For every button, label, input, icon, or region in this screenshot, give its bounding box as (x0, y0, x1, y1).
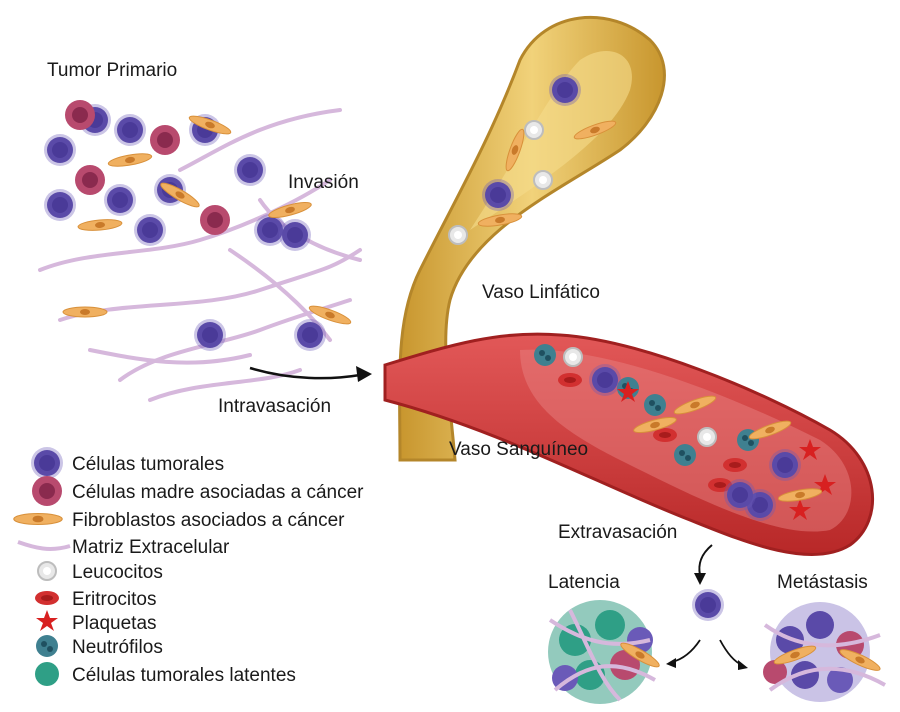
label-intravasacion: Intravasación (218, 396, 331, 417)
legend-item-4: Leucocitos (72, 562, 163, 583)
platelet-icon (36, 610, 58, 631)
label-vaso-sanguineo: Vaso Sanguíneo (449, 439, 588, 460)
legend-item-3: Matriz Extracelular (72, 537, 230, 558)
legend: Células tumorales Células madre asociada… (14, 447, 364, 686)
legend-item-1: Células madre asociadas a cáncer (72, 482, 364, 503)
label-invasion: Invasión (288, 172, 359, 193)
tumor-cell-icon (31, 447, 63, 479)
label-metastasis: Metástasis (777, 572, 868, 593)
label-latencia: Latencia (548, 572, 620, 593)
legend-item-7: Neutrófilos (72, 637, 163, 658)
circulating-tumor-cell (692, 589, 724, 621)
split-arrows (666, 640, 748, 670)
label-tumor-primario: Tumor Primario (47, 60, 177, 81)
legend-item-6: Plaquetas (72, 613, 157, 634)
erythrocyte-icon (35, 591, 59, 605)
label-vaso-linfatico: Vaso Linfático (482, 282, 600, 303)
primary-tumor (40, 100, 360, 400)
neutrophil-icon (36, 635, 58, 657)
leukocyte-icon (38, 562, 56, 580)
legend-item-2: Fibroblastos asociados a cáncer (72, 510, 345, 531)
latency-cluster (548, 600, 662, 704)
label-extravasacion: Extravasación (558, 522, 677, 543)
dormant-cell-icon (35, 662, 59, 686)
metastasis-cluster (763, 602, 885, 702)
ecm-fiber-icon (18, 542, 70, 549)
legend-item-5: Eritrocitos (72, 589, 156, 610)
legend-item-0: Células tumorales (72, 454, 224, 475)
fibroblast-icon (14, 514, 62, 525)
stem-cell-icon (32, 476, 62, 506)
extravasation-arrow (694, 545, 712, 585)
legend-item-8: Células tumorales latentes (72, 665, 296, 686)
